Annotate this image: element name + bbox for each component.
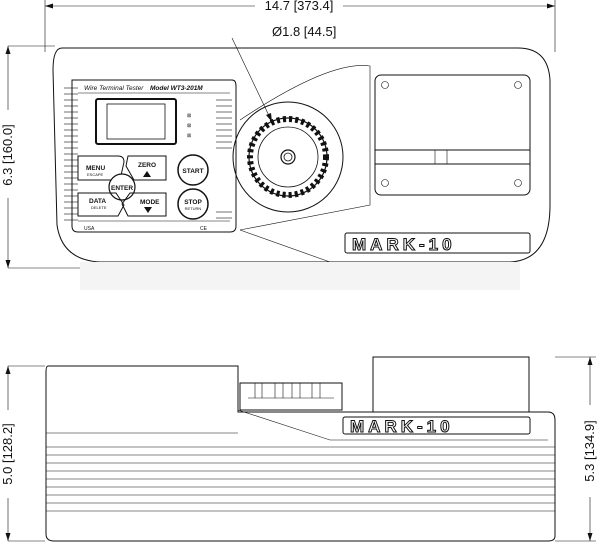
svg-text:⊠: ⊠ [187, 113, 191, 119]
stop-button-label: STOP [184, 199, 202, 206]
housing-outline-side [45, 365, 556, 542]
grip-plate [374, 74, 531, 196]
brand-logo-side: MARK-10 [342, 416, 531, 437]
side-vents [46, 446, 555, 512]
rotary-knob[interactable] [232, 101, 344, 213]
header-left-text: Wire Terminal Tester [84, 85, 144, 92]
height-dimension-side-left: 5.0 [128.2] [0, 365, 45, 542]
housing-outline-top [52, 47, 551, 263]
brand-logo-top: MARK-10 [344, 232, 531, 255]
country-label: USA [84, 226, 95, 232]
width-dimension: 14.7 [373.4] [44, 0, 556, 52]
height-side-left-label: 5.0 [128.2] [0, 423, 15, 484]
knob-diameter-callout: Ø1.8 [44.5] [231, 24, 336, 123]
ce-mark: CE [200, 226, 208, 232]
height-top-label: 6.3 [160.0] [0, 124, 15, 185]
height-dimension-side-right: 5.3 [134.9] [555, 356, 598, 542]
height-side-right-label: 5.3 [134.9] [582, 420, 597, 481]
data-key-sublabel: DELETE [91, 205, 107, 210]
height-dimension-top: 6.3 [160.0] [0, 45, 95, 269]
start-button-label: START [182, 168, 203, 175]
stop-button-sublabel: RETURN [185, 206, 202, 211]
lcd-display [95, 98, 177, 145]
mode-key[interactable] [121, 192, 167, 217]
start-button[interactable] [177, 154, 209, 186]
menu-key-sublabel: ESCAPE [87, 172, 104, 177]
down-arrow-icon [144, 207, 152, 213]
zero-key-label: ZERO [138, 162, 156, 169]
svg-text:⊠: ⊠ [187, 133, 191, 139]
stop-button[interactable] [177, 188, 209, 220]
brand-logo-text: MARK-10 [352, 235, 456, 254]
menu-key-label: MENU [86, 165, 105, 172]
model-text: Model WT3-201M [150, 85, 203, 92]
zero-key[interactable] [125, 155, 167, 181]
up-arrow-icon [143, 171, 151, 177]
keypad: MENU ESCAPE ZERO ENTER DATA DELETE MODE … [77, 154, 209, 220]
grip-plate-side [372, 356, 530, 413]
enter-key-label: ENTER [111, 185, 133, 192]
mode-key-label: MODE [140, 199, 160, 206]
data-key-label: DATA [89, 198, 106, 205]
knob-side [239, 382, 343, 411]
front-panel: Wire Terminal Tester Model WT3-201M ⊠ ⊠ … [64, 79, 237, 233]
knob-diameter-label: Ø1.8 [44.5] [272, 24, 336, 39]
svg-text:⊠: ⊠ [187, 123, 191, 129]
width-label: 14.7 [373.4] [265, 0, 334, 13]
brand-logo-side-text: MARK-10 [350, 417, 454, 436]
data-key[interactable] [77, 192, 125, 217]
